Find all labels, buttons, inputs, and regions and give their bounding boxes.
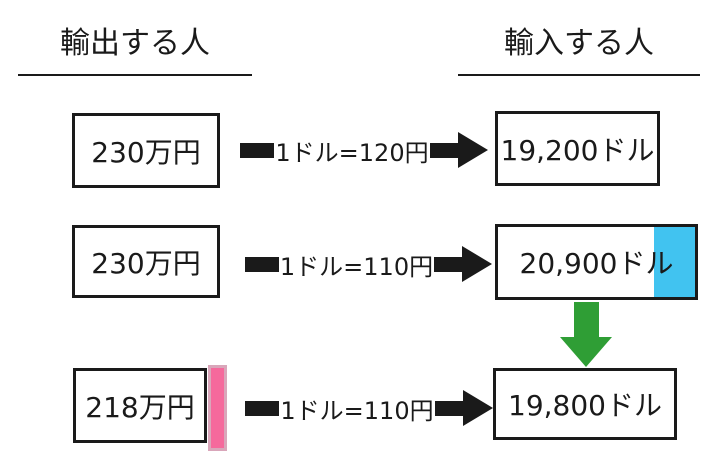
exchange-connector-row3: 1ドル=110円	[245, 388, 493, 428]
yen-value-row1: 230万円	[91, 135, 201, 169]
exchange-rate-row2: 1ドル=110円	[279, 252, 434, 281]
yen-value-row3: 218万円	[85, 390, 195, 424]
connector-bar-icon	[240, 142, 274, 158]
yen-box-row2: 230万円	[72, 225, 220, 298]
yen-box-row1: 230万円	[72, 113, 220, 188]
yen-value-row2: 230万円	[91, 246, 201, 280]
right-arrow-icon	[430, 132, 488, 168]
dollar-box-row1: 19,200ドル	[495, 111, 660, 186]
right-arrow-icon	[434, 246, 492, 282]
exchange-connector-row1: 1ドル=120円	[240, 130, 488, 170]
extra-dollar-highlight-block	[654, 227, 695, 297]
dollar-value-row2: 20,900ドル	[519, 247, 674, 280]
right-arrow-icon	[435, 390, 493, 426]
dollar-value-row1: 19,200ドル	[500, 133, 655, 167]
exchange-rate-row1: 1ドル=120円	[275, 138, 429, 167]
importer-title: 輸入する人	[458, 24, 700, 76]
connector-bar-icon	[245, 256, 279, 272]
reduced-yen-highlight-block	[208, 365, 227, 451]
dollar-value-row3: 19,800ドル	[508, 389, 662, 422]
down-arrow-icon	[560, 302, 612, 367]
connector-bar-icon	[245, 400, 279, 416]
exchange-rate-row3: 1ドル=110円	[280, 396, 434, 425]
dollar-box-row2: 20,900ドル	[495, 224, 698, 300]
exchange-connector-row2: 1ドル=110円	[245, 244, 492, 284]
exporter-title: 輸出する人	[18, 24, 252, 76]
dollar-box-row3: 19,800ドル	[493, 368, 677, 440]
yen-box-row3: 218万円	[73, 368, 207, 443]
